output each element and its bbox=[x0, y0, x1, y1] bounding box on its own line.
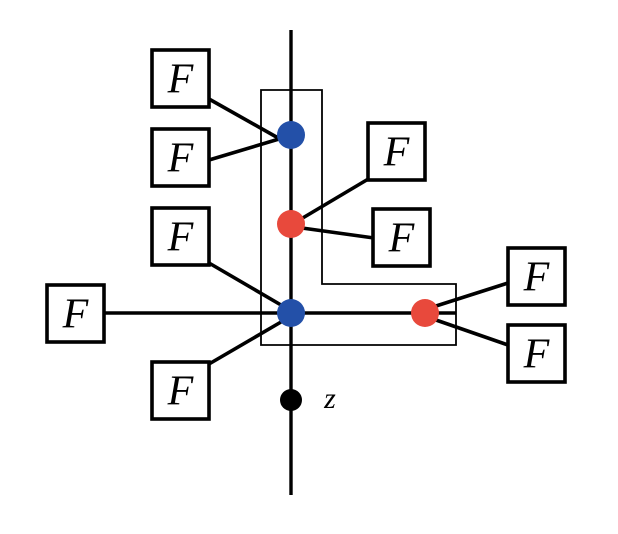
f-box-mid-right-1[interactable]: F bbox=[366, 121, 427, 182]
f-box-top-left-2-frame bbox=[150, 127, 211, 188]
red-node-right[interactable] bbox=[411, 299, 439, 327]
f-box-mid-right-2-frame bbox=[371, 207, 432, 268]
f-box-bottom-left-text: F bbox=[167, 369, 194, 415]
f-box-far-right-1[interactable]: F bbox=[506, 246, 567, 307]
leg-f-box-far-right-2 bbox=[435, 318, 509, 347]
f-box-top-left-2-text: F bbox=[167, 136, 194, 182]
leg-f-box-mid-right-2 bbox=[301, 226, 375, 240]
f-box-mid-left[interactable]: F bbox=[150, 206, 211, 267]
f-box-far-left[interactable]: F bbox=[45, 283, 106, 344]
node-group bbox=[277, 121, 439, 411]
f-box-mid-right-1-text: F bbox=[383, 130, 410, 176]
blue-node-top[interactable] bbox=[277, 121, 305, 149]
f-box-top-left-1-frame bbox=[150, 48, 211, 109]
leg-f-box-top-left-1 bbox=[208, 97, 281, 141]
blue-node-bottom[interactable] bbox=[277, 299, 305, 327]
f-box-mid-right-1-frame bbox=[366, 121, 427, 182]
leg-f-box-mid-right-1 bbox=[300, 176, 371, 221]
f-box-far-right-2[interactable]: F bbox=[506, 323, 567, 384]
f-box-mid-left-frame bbox=[150, 206, 211, 267]
z-label: z bbox=[323, 382, 336, 415]
leg-f-box-bottom-left bbox=[208, 320, 282, 366]
f-box-top-left-2[interactable]: F bbox=[150, 127, 211, 188]
f-box-far-right-1-text: F bbox=[523, 255, 550, 301]
f-box-far-left-frame bbox=[45, 283, 106, 344]
f-box-far-right-2-text: F bbox=[523, 332, 550, 378]
f-box-top-left-1-text: F bbox=[167, 57, 194, 103]
f-box-mid-right-2[interactable]: F bbox=[371, 207, 432, 268]
f-box-mid-right-2-text: F bbox=[388, 216, 415, 262]
black-node[interactable] bbox=[280, 389, 302, 411]
f-box-far-right-1-frame bbox=[506, 246, 567, 307]
f-box-bottom-left[interactable]: F bbox=[150, 360, 211, 421]
f-box-top-left-1[interactable]: F bbox=[150, 48, 211, 109]
f-box-far-right-2-frame bbox=[506, 323, 567, 384]
red-node-middle[interactable] bbox=[277, 210, 305, 238]
leg-f-box-mid-left bbox=[208, 261, 282, 307]
f-box-far-left-text: F bbox=[62, 292, 89, 338]
f-box-bottom-left-frame bbox=[150, 360, 211, 421]
f-box-mid-left-text: F bbox=[167, 215, 194, 261]
leg-connector-group bbox=[105, 97, 509, 366]
l-shaped-region-outline bbox=[260, 89, 457, 346]
leg-f-box-top-left-2 bbox=[208, 137, 280, 162]
leg-f-box-far-right-1 bbox=[435, 281, 509, 308]
